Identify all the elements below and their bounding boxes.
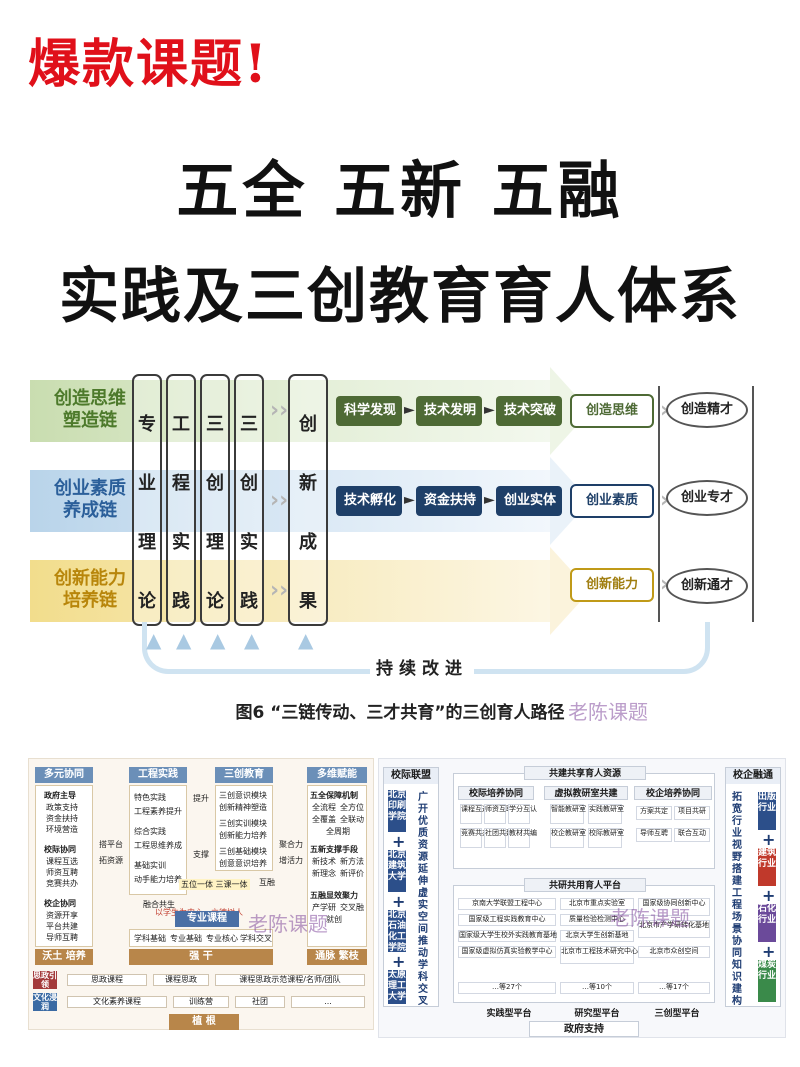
- label-fusion-symbiosis: 融合共生: [143, 900, 175, 909]
- col-multi-collaboration-foot: 沃土 培养: [35, 949, 93, 965]
- outcome-creative-thinking: 创造思维: [570, 394, 654, 428]
- plus-icon: +: [392, 892, 406, 911]
- arrow-up-icon: ▲: [210, 628, 226, 652]
- col-engineering-practice-head: 工程实践: [129, 767, 187, 783]
- step-scientific-discovery: 科学发现: [336, 396, 402, 426]
- label-expand-resources: 拓资源: [99, 856, 123, 865]
- yellow-chain-band: [30, 560, 550, 622]
- pillar-professional-theory: 专业理论: [132, 374, 162, 626]
- col-multi-collaboration: 政府主导 政策支持 资金扶持 环境营造 校际协同 课程互选 师资互聘 竞赛共办 …: [35, 785, 93, 947]
- chevron-right-icon: ›: [660, 572, 670, 597]
- shared-platform-panel: 共研共用育人平台 京南大学联盟工程中心 国家级工程实践教育中心 国家级大学生校外…: [453, 878, 715, 1003]
- chain-label-entrepreneurship: 创业素质养成链: [54, 478, 126, 521]
- label-support: 支撑: [193, 850, 209, 859]
- plus-icon: +: [762, 942, 776, 961]
- strip-cultural-immersion: 文化浸润 文化素养课程 训练营 社团 ...: [33, 993, 369, 1011]
- plus-icon: +: [762, 886, 776, 905]
- outcome-entrepreneurial-quality: 创业素质: [570, 484, 654, 518]
- step-startup-entity: 创业实体: [496, 486, 562, 516]
- col-multi-empower: 五全保障机制 全流程 全方位 全覆盖 全联动 全周期 五新支撑手段 新技术 新方…: [307, 785, 367, 947]
- school-enterprise-panel: 校企融通 拓宽行业视野 搭建工程场景 协同知识建构 出版行业 + 建筑行业 + …: [725, 767, 781, 1007]
- continuous-improvement-label: 持续改进: [370, 654, 474, 679]
- professional-course-head: 专业课程: [175, 911, 239, 927]
- label-mutual-fusion: 互融: [259, 878, 275, 887]
- professional-course-foot: 强 干: [129, 949, 273, 965]
- professional-course-row: 学科基础 专业基础 专业核心 学科交叉: [129, 929, 273, 947]
- plus-icon: +: [392, 832, 406, 851]
- chevron-right-icon: ››: [270, 398, 289, 423]
- pillar-engineering-practice: 工程实践: [166, 374, 196, 626]
- plus-icon: +: [762, 830, 776, 849]
- step-funding-support: 资金扶持: [416, 486, 482, 516]
- arrow-up-icon: ▲: [244, 628, 260, 652]
- platform-research: 研究型平台: [574, 1009, 620, 1019]
- col-multi-empower-foot: 通脉 繁枝: [307, 949, 367, 965]
- arrow-right-icon: ►: [404, 492, 415, 508]
- shared-resources-panel: 共建共享育人资源 校际培养协同 课程互选 师资互聘 学分互认 竞赛共办 社团共建…: [453, 766, 715, 869]
- outcome-innovation-ability: 创新能力: [570, 568, 654, 602]
- talent-creative-elite: 创造精才: [666, 392, 748, 428]
- label-increase-vitality: 增活力: [279, 856, 303, 865]
- three-chain-diagram: 创造思维塑造链 创业素质养成链 创新能力培养链 专业理论 工程实践 三创理论 三…: [30, 360, 780, 690]
- pillar-tri-creation-theory: 三创理论: [200, 374, 230, 626]
- chevron-right-icon: ›: [660, 488, 670, 513]
- chevron-right-icon: ››: [270, 488, 289, 513]
- hot-topic-label: 爆款课题!: [28, 34, 269, 95]
- figure-6-caption: 图6 “三链传动、三才共育”的三创育人路径: [235, 703, 565, 723]
- chevron-right-icon: ››: [270, 578, 289, 603]
- watermark-right-diagram: 老陈课题: [610, 906, 690, 930]
- arrow-up-icon: ▲: [146, 628, 162, 652]
- step-tech-incubation: 技术孵化: [336, 486, 402, 516]
- chevron-right-icon: ›: [660, 398, 670, 423]
- main-title-line1: 五全 五新 五融: [176, 154, 624, 227]
- talent-innovative-generalist: 创新通才: [666, 568, 748, 604]
- platform-practice: 实践型平台: [486, 1009, 532, 1019]
- arrow-up-icon: ▲: [176, 628, 192, 652]
- label-enhance: 提升: [193, 794, 209, 803]
- col-multi-collaboration-head: 多元协同: [35, 767, 93, 783]
- step-technical-breakthrough: 技术突破: [496, 396, 562, 426]
- chain-label-creative-thinking: 创造思维塑造链: [54, 388, 126, 431]
- watermark-fig6: 老陈课题: [568, 700, 648, 724]
- arrow-right-icon: ►: [484, 402, 495, 418]
- col-tri-creation-head: 三创教育: [215, 767, 273, 783]
- inter-school-alliance-panel: 校际联盟 北京印刷学院 + 北京建筑大学 + 北京石油化工学院 + 太原理工大学…: [383, 767, 439, 1007]
- talent-cylinder: [658, 386, 754, 622]
- watermark-left-diagram: 老陈课题: [248, 912, 328, 936]
- col-engineering-practice: 特色实践 工程素养提升 综合实践 工程思维养成 基础实训 动手能力培养: [129, 785, 187, 895]
- talent-entrepreneurial-specialist: 创业专才: [666, 480, 748, 516]
- platform-tri-creation: 三创型平台: [654, 1009, 700, 1019]
- government-support: 政府支持: [529, 1021, 639, 1037]
- label-gather-force: 聚合力: [279, 840, 303, 849]
- chain-label-innovation: 创新能力培养链: [54, 568, 126, 611]
- core-box: 五位一体 三课一体: [179, 879, 250, 890]
- strip-ideological-guidance: 思政引领 思政课程 课程思政 课程思政示范课程/名师/团队: [33, 971, 369, 989]
- step-technical-invention: 技术发明: [416, 396, 482, 426]
- root-label: 植 根: [169, 1014, 239, 1030]
- pillar-innovation-results: 创新成果: [288, 374, 328, 626]
- alliance-resource-diagram: 校际联盟 北京印刷学院 + 北京建筑大学 + 北京石油化工学院 + 太原理工大学…: [378, 758, 786, 1038]
- label-build-platform: 搭平台: [99, 840, 123, 849]
- five-in-one-diagram: 多元协同 政府主导 政策支持 资金扶持 环境营造 校际协同 课程互选 师资互聘 …: [28, 758, 374, 1030]
- plus-icon: +: [392, 952, 406, 971]
- arrow-right-icon: ►: [404, 402, 415, 418]
- main-title-line2: 实践及三创教育育人体系: [59, 262, 741, 332]
- col-multi-empower-head: 多维赋能: [307, 767, 367, 783]
- arrow-up-icon: ▲: [298, 628, 314, 652]
- arrow-right-icon: ►: [484, 492, 495, 508]
- col-tri-creation: 三创意识模块 创新精神塑造 三创实训模块 创新能力培养 三创基础模块 创意意识培…: [215, 785, 273, 871]
- pillar-tri-creation-practice: 三创实践: [234, 374, 264, 626]
